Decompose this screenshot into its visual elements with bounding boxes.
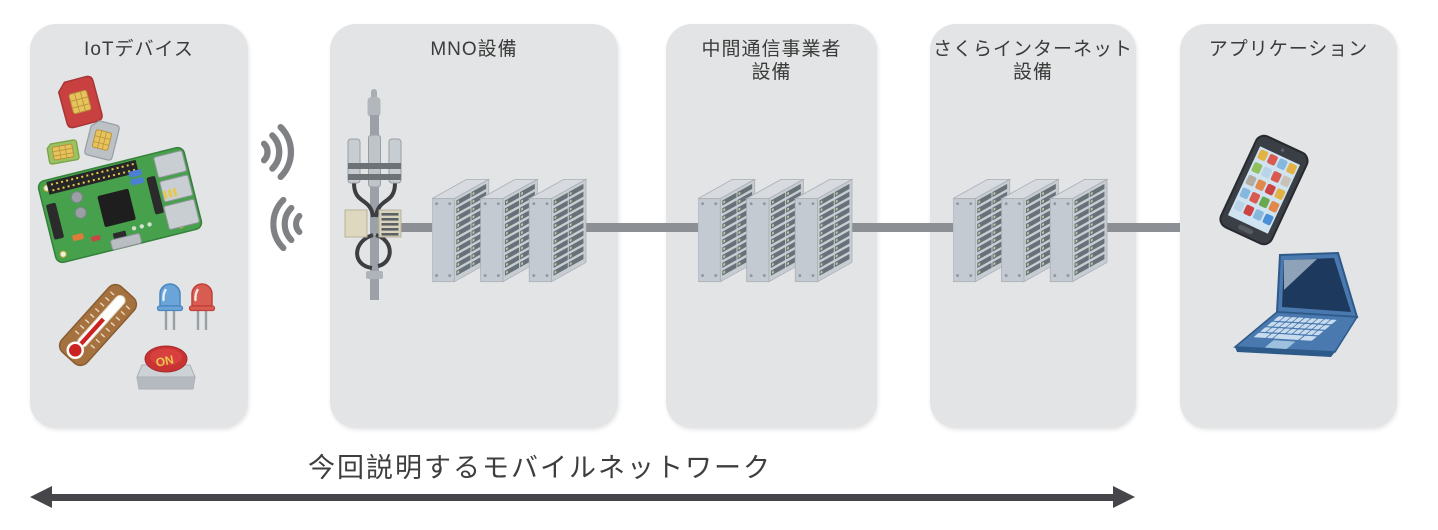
arrow-head-right-icon (1113, 486, 1135, 508)
smartphone-icon (1219, 134, 1309, 246)
led-blue-icon (156, 283, 184, 330)
panel-title: MNO設備 (430, 39, 518, 60)
panel-title: アプリケーション (1208, 39, 1369, 60)
panel-title: 中間通信事業者 設備 (701, 39, 842, 83)
thermometer-icon (58, 283, 138, 367)
server-rack-group-icon (698, 173, 854, 285)
arrow-head-left-icon (30, 486, 52, 508)
server-rack-group-icon (432, 173, 588, 285)
network-span-label: 今回説明するモバイルネットワーク (308, 453, 772, 483)
cell-tower-icon (344, 89, 402, 300)
iot-devices-illustration: ON (37, 75, 216, 390)
laptop-icon (1233, 251, 1359, 357)
raspberry-pi-icon (37, 146, 203, 264)
server-rack-group-icon (953, 173, 1109, 285)
radio-waves-right-icon (260, 124, 295, 180)
sim-card-gray-icon (84, 120, 120, 161)
radio-waves-left-icon (270, 196, 303, 252)
panel-title: IoTデバイス (84, 39, 194, 60)
panel-application: アプリケーション (1180, 24, 1397, 428)
push-button-icon: ON (136, 345, 196, 390)
sim-card-green-icon (46, 139, 80, 165)
panel-title: さくらインターネット 設備 (932, 39, 1133, 83)
network-span-arrow (48, 494, 1117, 501)
sim-card-red-icon (57, 75, 103, 129)
on-button-label: ON (154, 352, 175, 369)
led-red-icon (188, 283, 216, 330)
